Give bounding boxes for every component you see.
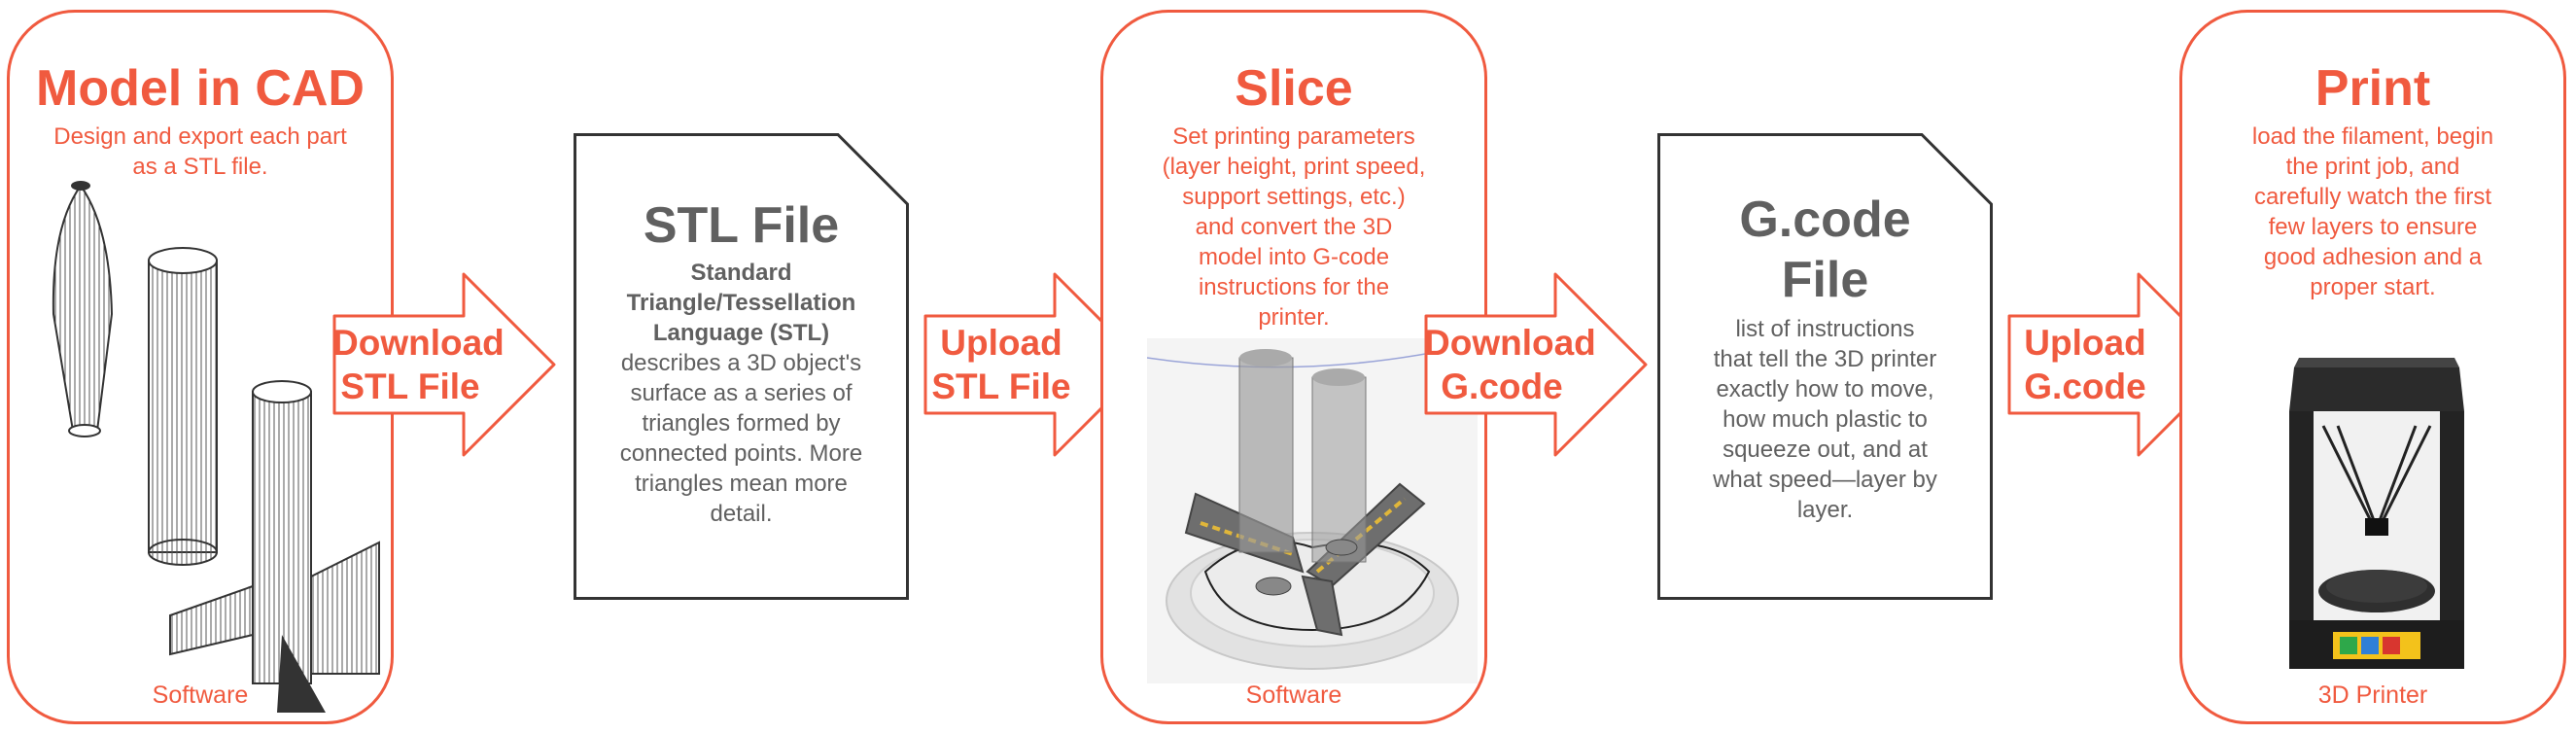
doc-stl-file: STL File Standard Triangle/Tessellation … <box>574 133 909 600</box>
arrow-label-line: Upload <box>940 323 1062 363</box>
desc-line: Design and export each part <box>53 123 347 150</box>
arrow-label: Download G.code <box>1424 321 1596 408</box>
desc-line: few layers to ensure <box>2268 214 2478 240</box>
stage-title: Slice <box>1235 60 1353 117</box>
arrow-download-stl: Download STL File <box>332 272 556 457</box>
3d-printer-image <box>2289 358 2464 669</box>
desc-line: exactly how to move, <box>1716 376 1934 402</box>
desc-line: and convert the 3D <box>1195 214 1393 240</box>
stage-print: Print load the filament, begin the print… <box>2179 10 2566 724</box>
stage-model-in-cad: Model in CAD Design and export each part… <box>7 10 394 724</box>
desc-line: that tell the 3D printer <box>1713 346 1937 372</box>
desc-line: as a STL file. <box>132 154 268 180</box>
desc-line: printer. <box>1258 304 1330 331</box>
desc-line: detail. <box>710 501 773 527</box>
stage-title: Model in CAD <box>36 60 365 117</box>
desc-line: list of instructions <box>1735 316 1915 342</box>
desc-line: squeeze out, and at <box>1723 437 1928 463</box>
rocket-parts-wireframe-image <box>52 181 380 713</box>
desc-line: proper start. <box>2310 274 2436 300</box>
subtitle-line: Language (STL) <box>652 320 830 346</box>
desc-line: carefully watch the first <box>2253 184 2492 210</box>
desc-line: connected points. More <box>619 440 863 467</box>
arrow-upload-gcode: Upload G.code <box>2007 272 2231 457</box>
desc-line: layer. <box>1796 497 1854 523</box>
arrow-label: Upload G.code <box>2007 321 2163 408</box>
slicer-preview-image <box>1147 338 1478 683</box>
desc-line: instructions for the <box>1198 274 1390 300</box>
arrow-download-gcode: Download G.code <box>1424 272 1648 457</box>
subtitle-line: Triangle/Tessellation <box>626 290 856 316</box>
arrow-upload-stl: Upload STL File <box>923 272 1147 457</box>
doc-title-line: G.code <box>1739 192 1911 248</box>
stage-description: Design and export each part as a STL fil… <box>29 122 371 182</box>
doc-description: list of instructions that tell the 3D pr… <box>1669 314 1981 525</box>
doc-gcode-file: G.code File list of instructions that te… <box>1657 133 1993 600</box>
desc-line: describes a 3D object's <box>620 350 862 376</box>
stage-slice: Slice Set printing parameters (layer hei… <box>1100 10 1487 724</box>
doc-title-line: File <box>1781 252 1869 308</box>
arrow-label-line: Upload <box>2024 323 2146 363</box>
doc-title: STL File <box>574 195 909 256</box>
doc-title: G.code File <box>1657 190 1993 310</box>
stage-footer: 3D Printer <box>2317 682 2428 709</box>
desc-line: triangles mean more <box>635 471 848 497</box>
doc-description: describes a 3D object's surface as a ser… <box>585 348 897 529</box>
desc-line: surface as a series of <box>630 380 853 406</box>
desc-line: Set printing parameters <box>1172 123 1415 150</box>
subtitle-line: Standard <box>690 260 792 286</box>
stage-description: load the filament, begin the print job, … <box>2202 122 2544 302</box>
desc-line: triangles formed by <box>642 410 841 437</box>
arrow-label-line: STL File <box>340 367 480 406</box>
stage-description: Set printing parameters (layer height, p… <box>1123 122 1465 332</box>
arrow-label: Upload STL File <box>923 321 1079 408</box>
stage-title: Print <box>2315 60 2431 117</box>
desc-line: support settings, etc.) <box>1182 184 1406 210</box>
arrow-label-line: Download <box>1424 323 1596 363</box>
desc-line: the print job, and <box>2285 154 2460 180</box>
desc-line: how much plastic to <box>1723 406 1928 433</box>
arrow-label-line: Download <box>332 323 505 363</box>
arrow-label-line: G.code <box>2024 367 2146 406</box>
desc-line: good adhesion and a <box>2263 244 2483 270</box>
desc-line: what speed—layer by <box>1713 467 1937 493</box>
stage-footer: Software <box>152 682 249 709</box>
doc-title-line: STL File <box>643 197 840 254</box>
arrow-label: Download STL File <box>332 321 505 408</box>
arrow-label-line: STL File <box>931 367 1071 406</box>
desc-line: load the filament, begin <box>2251 123 2494 150</box>
desc-line: (layer height, print speed, <box>1162 154 1426 180</box>
stage-footer: Software <box>1245 682 1342 709</box>
desc-line: model into G-code <box>1198 244 1390 270</box>
doc-subtitle: Standard Triangle/Tessellation Language … <box>585 258 897 348</box>
arrow-label-line: G.code <box>1441 367 1563 406</box>
